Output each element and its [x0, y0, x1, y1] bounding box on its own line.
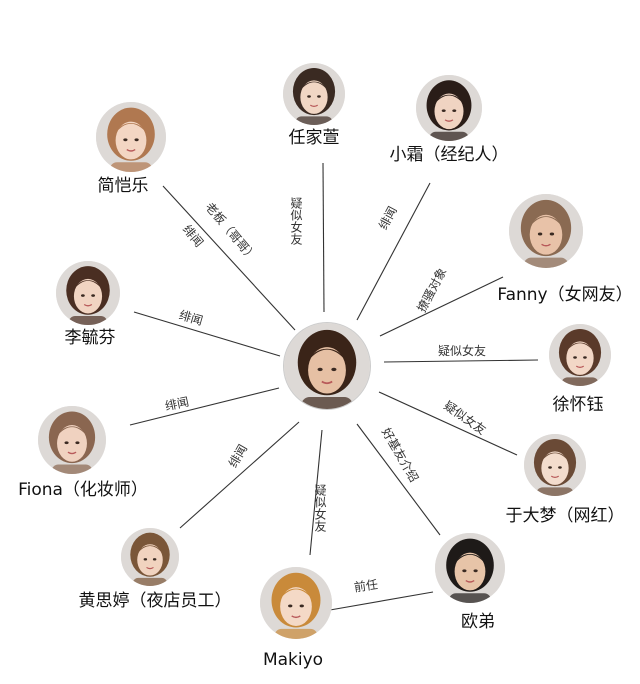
center-person-avatar	[284, 323, 370, 409]
name-fiona: Fiona（化妆师）	[18, 480, 148, 500]
avatar-li	[56, 261, 120, 325]
avatar-fiona-image	[38, 406, 106, 474]
name-makiyo: Makiyo	[262, 650, 324, 670]
avatar-huang	[121, 528, 179, 586]
avatar-yu-image	[524, 434, 586, 496]
edge-makiyo-oudi	[329, 591, 434, 611]
edge-fiona	[129, 387, 280, 426]
edge-jian	[162, 185, 296, 331]
avatar-fiona	[38, 406, 106, 474]
edge-makiyo	[309, 429, 323, 556]
edge-xiaoshuang	[356, 182, 431, 321]
avatar-makiyo	[260, 567, 332, 639]
name-ren: 任家萱	[288, 128, 340, 148]
avatar-xu-image	[549, 324, 611, 386]
edge-fanny	[379, 276, 504, 337]
avatar-jian	[96, 102, 166, 172]
avatar-ren	[283, 63, 345, 125]
edge-label-xu: 疑似女友	[437, 344, 487, 358]
name-fanny: Fanny（女网友）	[497, 285, 633, 305]
edge-label-makiyo: 疑似女友	[313, 484, 327, 532]
edge-ren	[322, 162, 325, 313]
edge-li	[133, 311, 281, 357]
avatar-li-image	[56, 261, 120, 325]
name-xiaoshuang: 小霜（经纪人）	[389, 145, 509, 165]
name-jian: 简恺乐	[97, 176, 149, 196]
center-person-avatar-image	[284, 323, 370, 409]
name-li: 李毓芬	[64, 328, 116, 348]
avatar-huang-image	[121, 528, 179, 586]
avatar-makiyo-image	[260, 567, 332, 639]
avatar-xu	[549, 324, 611, 386]
avatar-fanny-image	[509, 194, 583, 268]
avatar-oudi-image	[435, 533, 505, 603]
edge-xu	[383, 359, 539, 363]
avatar-yu	[524, 434, 586, 496]
name-xu: 徐怀钰	[552, 395, 604, 415]
edge-yu	[378, 391, 518, 456]
name-huang: 黄思婷（夜店员工）	[78, 591, 232, 611]
avatar-xiaoshuang	[416, 75, 482, 141]
avatar-xiaoshuang-image	[416, 75, 482, 141]
name-oudi: 欧弟	[461, 612, 495, 632]
avatar-fanny	[509, 194, 583, 268]
edge-huang	[179, 421, 300, 529]
avatar-oudi	[435, 533, 505, 603]
avatar-jian-image	[96, 102, 166, 172]
avatar-ren-image	[283, 63, 345, 125]
name-yu: 于大梦（网红）	[505, 506, 625, 526]
edge-label-ren: 疑似女友	[289, 197, 303, 245]
edge-oudi	[356, 423, 441, 536]
